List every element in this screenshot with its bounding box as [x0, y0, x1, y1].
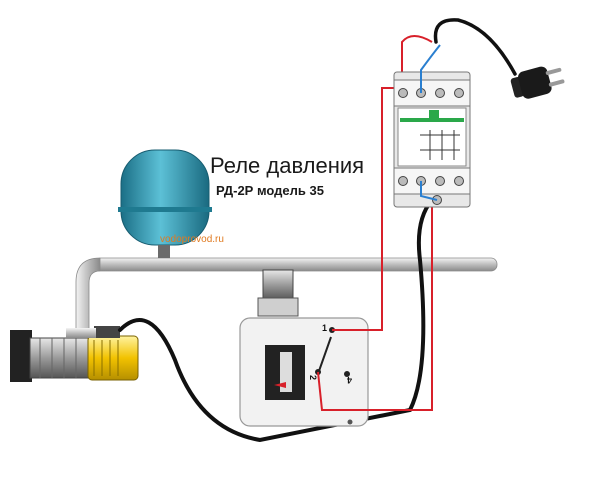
- neutral-wire-lower: [420, 181, 438, 201]
- contactor-module: [393, 71, 471, 208]
- terminal-2-label: 2: [308, 375, 318, 380]
- diagram-title: Реле давления: [210, 153, 364, 178]
- main-pipe: [75, 257, 498, 336]
- terminal-4-label: 4: [347, 375, 352, 385]
- watermark-text: vodoprovod.ru: [160, 234, 224, 245]
- water-pump: [10, 326, 139, 382]
- pressure-switch: 1 2 4: [239, 269, 369, 427]
- expansion-tank: [118, 149, 212, 258]
- terminal-1-label: 1: [322, 323, 327, 333]
- mains-plug: [510, 66, 565, 99]
- neutral-wire: [420, 44, 441, 93]
- mains-cable: [433, 18, 517, 76]
- live-wire: [332, 35, 433, 331]
- diagram-subtitle: РД-2Р модель 35: [216, 183, 324, 198]
